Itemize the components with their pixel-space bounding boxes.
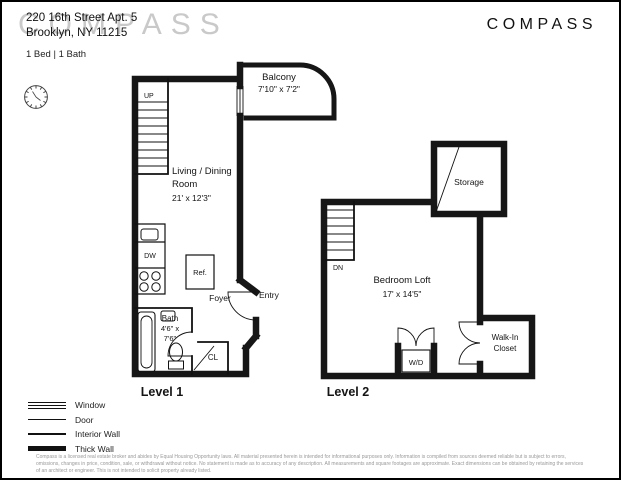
closet-door-line bbox=[193, 345, 215, 371]
window-line-sample bbox=[28, 401, 66, 409]
address-line1: 220 16th Street Apt. 5 bbox=[26, 12, 138, 24]
living-room-dims: 21' x 12'3" bbox=[172, 193, 211, 203]
interior-wall-line-sample bbox=[28, 432, 66, 436]
disclaimer-text: Compass is a licensed real estate broker… bbox=[36, 454, 584, 474]
washer-dryer-box bbox=[401, 349, 431, 373]
entry-door-arc bbox=[227, 291, 257, 321]
stove-burners bbox=[139, 271, 161, 292]
balcony-label: Balcony bbox=[262, 72, 296, 83]
storage-slope-line bbox=[435, 146, 460, 213]
bath-label: Bath bbox=[162, 314, 178, 323]
closet-walls bbox=[197, 341, 229, 375]
legend-row-thick-wall: Thick Wall bbox=[28, 444, 120, 454]
door-line-sample bbox=[28, 418, 66, 421]
refrigerator bbox=[185, 254, 215, 290]
wd-closet-doors bbox=[397, 327, 435, 347]
bath-door-arc bbox=[167, 331, 193, 357]
walkin-label-1: Walk-In bbox=[492, 333, 519, 342]
legend-label-door: Door bbox=[75, 414, 94, 425]
compass-rose-ticks bbox=[24, 85, 48, 109]
living-room-label-1: Living / Dining bbox=[172, 166, 232, 177]
walkin-closet-doors bbox=[458, 321, 481, 365]
balcony-dims: 7'10" x 7'2" bbox=[258, 84, 300, 94]
bath-dims-2: 7'6" bbox=[164, 334, 177, 343]
kitchen-sink bbox=[140, 228, 159, 241]
level2-thick-walls bbox=[320, 140, 536, 380]
legend-label-thick-wall: Thick Wall bbox=[75, 443, 114, 454]
bath-sink bbox=[160, 310, 176, 322]
balcony-window bbox=[236, 86, 244, 116]
level1-thick-walls bbox=[131, 61, 261, 378]
living-room-label-2: Room bbox=[172, 179, 197, 190]
legend-row-window: Window bbox=[28, 400, 120, 410]
legend-row-interior-wall: Interior Wall bbox=[28, 429, 120, 439]
stairs-down-wall bbox=[325, 201, 355, 261]
kitchen-counter bbox=[135, 223, 166, 295]
bedroom-loft-label: Bedroom Loft bbox=[373, 275, 430, 286]
level1-title: Level 1 bbox=[141, 385, 183, 399]
address-line2: Brooklyn, NY 11215 bbox=[26, 26, 128, 39]
dn-label: DN bbox=[333, 265, 343, 272]
level2-plan: Storage DN Bedroom Loft 17' x 14'5" Walk… bbox=[320, 140, 536, 399]
legend-row-door: Door bbox=[28, 415, 120, 425]
balcony-walls bbox=[237, 62, 337, 121]
foyer-label: Foyer bbox=[209, 293, 231, 303]
dishwasher-label: DW bbox=[144, 253, 156, 260]
walkin-label-2: Closet bbox=[494, 344, 517, 353]
stairs-up-treads bbox=[136, 101, 168, 167]
cl-label: CL bbox=[208, 353, 219, 362]
property-address: 220 16th Street Apt. 5 Brooklyn, NY 1121… bbox=[26, 11, 137, 40]
legend-label-window: Window bbox=[75, 400, 106, 410]
washer-dryer-label: W/D bbox=[409, 358, 424, 367]
bathtub-inner bbox=[140, 315, 153, 369]
legend-label-interior-wall: Interior Wall bbox=[75, 429, 121, 439]
refrigerator-label: Ref. bbox=[193, 268, 207, 277]
compass-rose-icon bbox=[24, 85, 48, 109]
storage-label: Storage bbox=[454, 177, 484, 187]
bath-walls bbox=[134, 307, 193, 375]
up-label: UP bbox=[144, 93, 154, 100]
level2-title: Level 2 bbox=[327, 385, 369, 399]
beds-baths-label: 1 Bed | 1 Bath bbox=[26, 49, 87, 60]
compass-rose-hands bbox=[32, 91, 41, 101]
toilet bbox=[168, 342, 184, 370]
compass-watermark: COMPASS bbox=[18, 8, 229, 41]
bedroom-loft-dims: 17' x 14'5" bbox=[383, 289, 422, 299]
bath-dims-1: 4'6" x bbox=[161, 324, 180, 333]
level1-plan: Balcony 7'10" x 7'2" UP Living / Dining … bbox=[131, 61, 337, 399]
stairs-down-treads bbox=[326, 209, 354, 251]
compass-rose-ring bbox=[24, 85, 48, 109]
compass-logo: COMPASS bbox=[486, 16, 597, 33]
bathtub-outer bbox=[137, 311, 156, 373]
entry-label: Entry bbox=[259, 290, 280, 300]
legend: Window Door Interior Wall Thick Wall bbox=[28, 400, 120, 458]
thick-wall-line-sample bbox=[28, 445, 66, 452]
